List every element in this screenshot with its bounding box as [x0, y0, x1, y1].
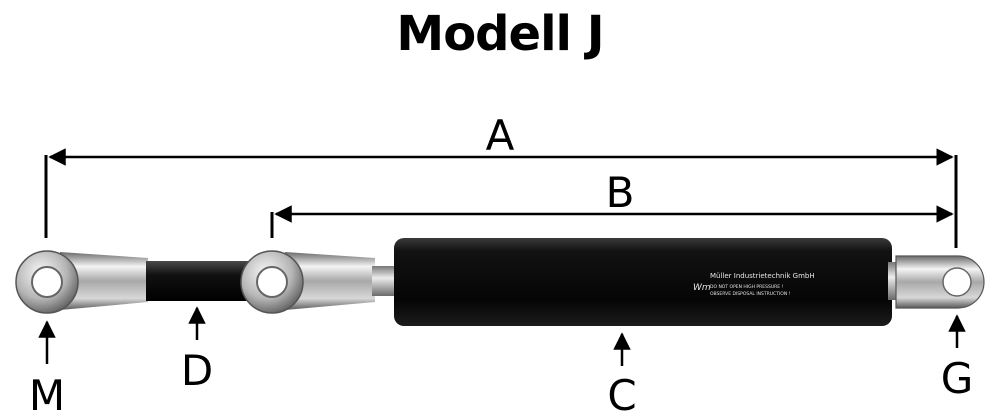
cylinder-brand-text: Müller Industrietechnik GmbH	[710, 272, 815, 280]
cable-section	[146, 261, 256, 301]
middle-eye-hole	[256, 266, 288, 298]
cylinder-warning-1: DO NOT OPEN HIGH PRESSURE !	[710, 284, 784, 290]
diagram-title: Modell J	[396, 6, 604, 62]
middle-ferrule	[285, 252, 375, 310]
label-m: M	[29, 371, 65, 420]
callout-c: C	[607, 332, 637, 420]
right-eye-hole	[942, 267, 972, 297]
callout-g: G	[941, 314, 974, 403]
left-ferrule	[60, 252, 148, 310]
cylinder: Wm Müller Industrietechnik GmbH DO NOT O…	[394, 238, 892, 326]
label-g: G	[941, 354, 974, 403]
dimension-b-label: B	[606, 168, 635, 217]
callout-m: M	[29, 320, 65, 420]
cylinder-body	[394, 238, 892, 326]
label-c: C	[607, 371, 636, 420]
left-eye-fitting	[15, 250, 148, 314]
callout-d: D	[181, 306, 213, 395]
cylinder-warning-2: OBSERVE DISPOSAL INSTRUCTION !	[710, 291, 791, 297]
dimension-b: B	[270, 168, 954, 238]
dimension-a-label: A	[486, 111, 515, 160]
middle-eye-fitting	[240, 250, 375, 314]
dimension-a: A	[44, 111, 958, 248]
right-eye-fitting	[888, 255, 985, 309]
cylinder-brand-logo: Wm	[693, 283, 711, 293]
label-d: D	[181, 346, 213, 395]
left-eye-hole	[31, 266, 63, 298]
